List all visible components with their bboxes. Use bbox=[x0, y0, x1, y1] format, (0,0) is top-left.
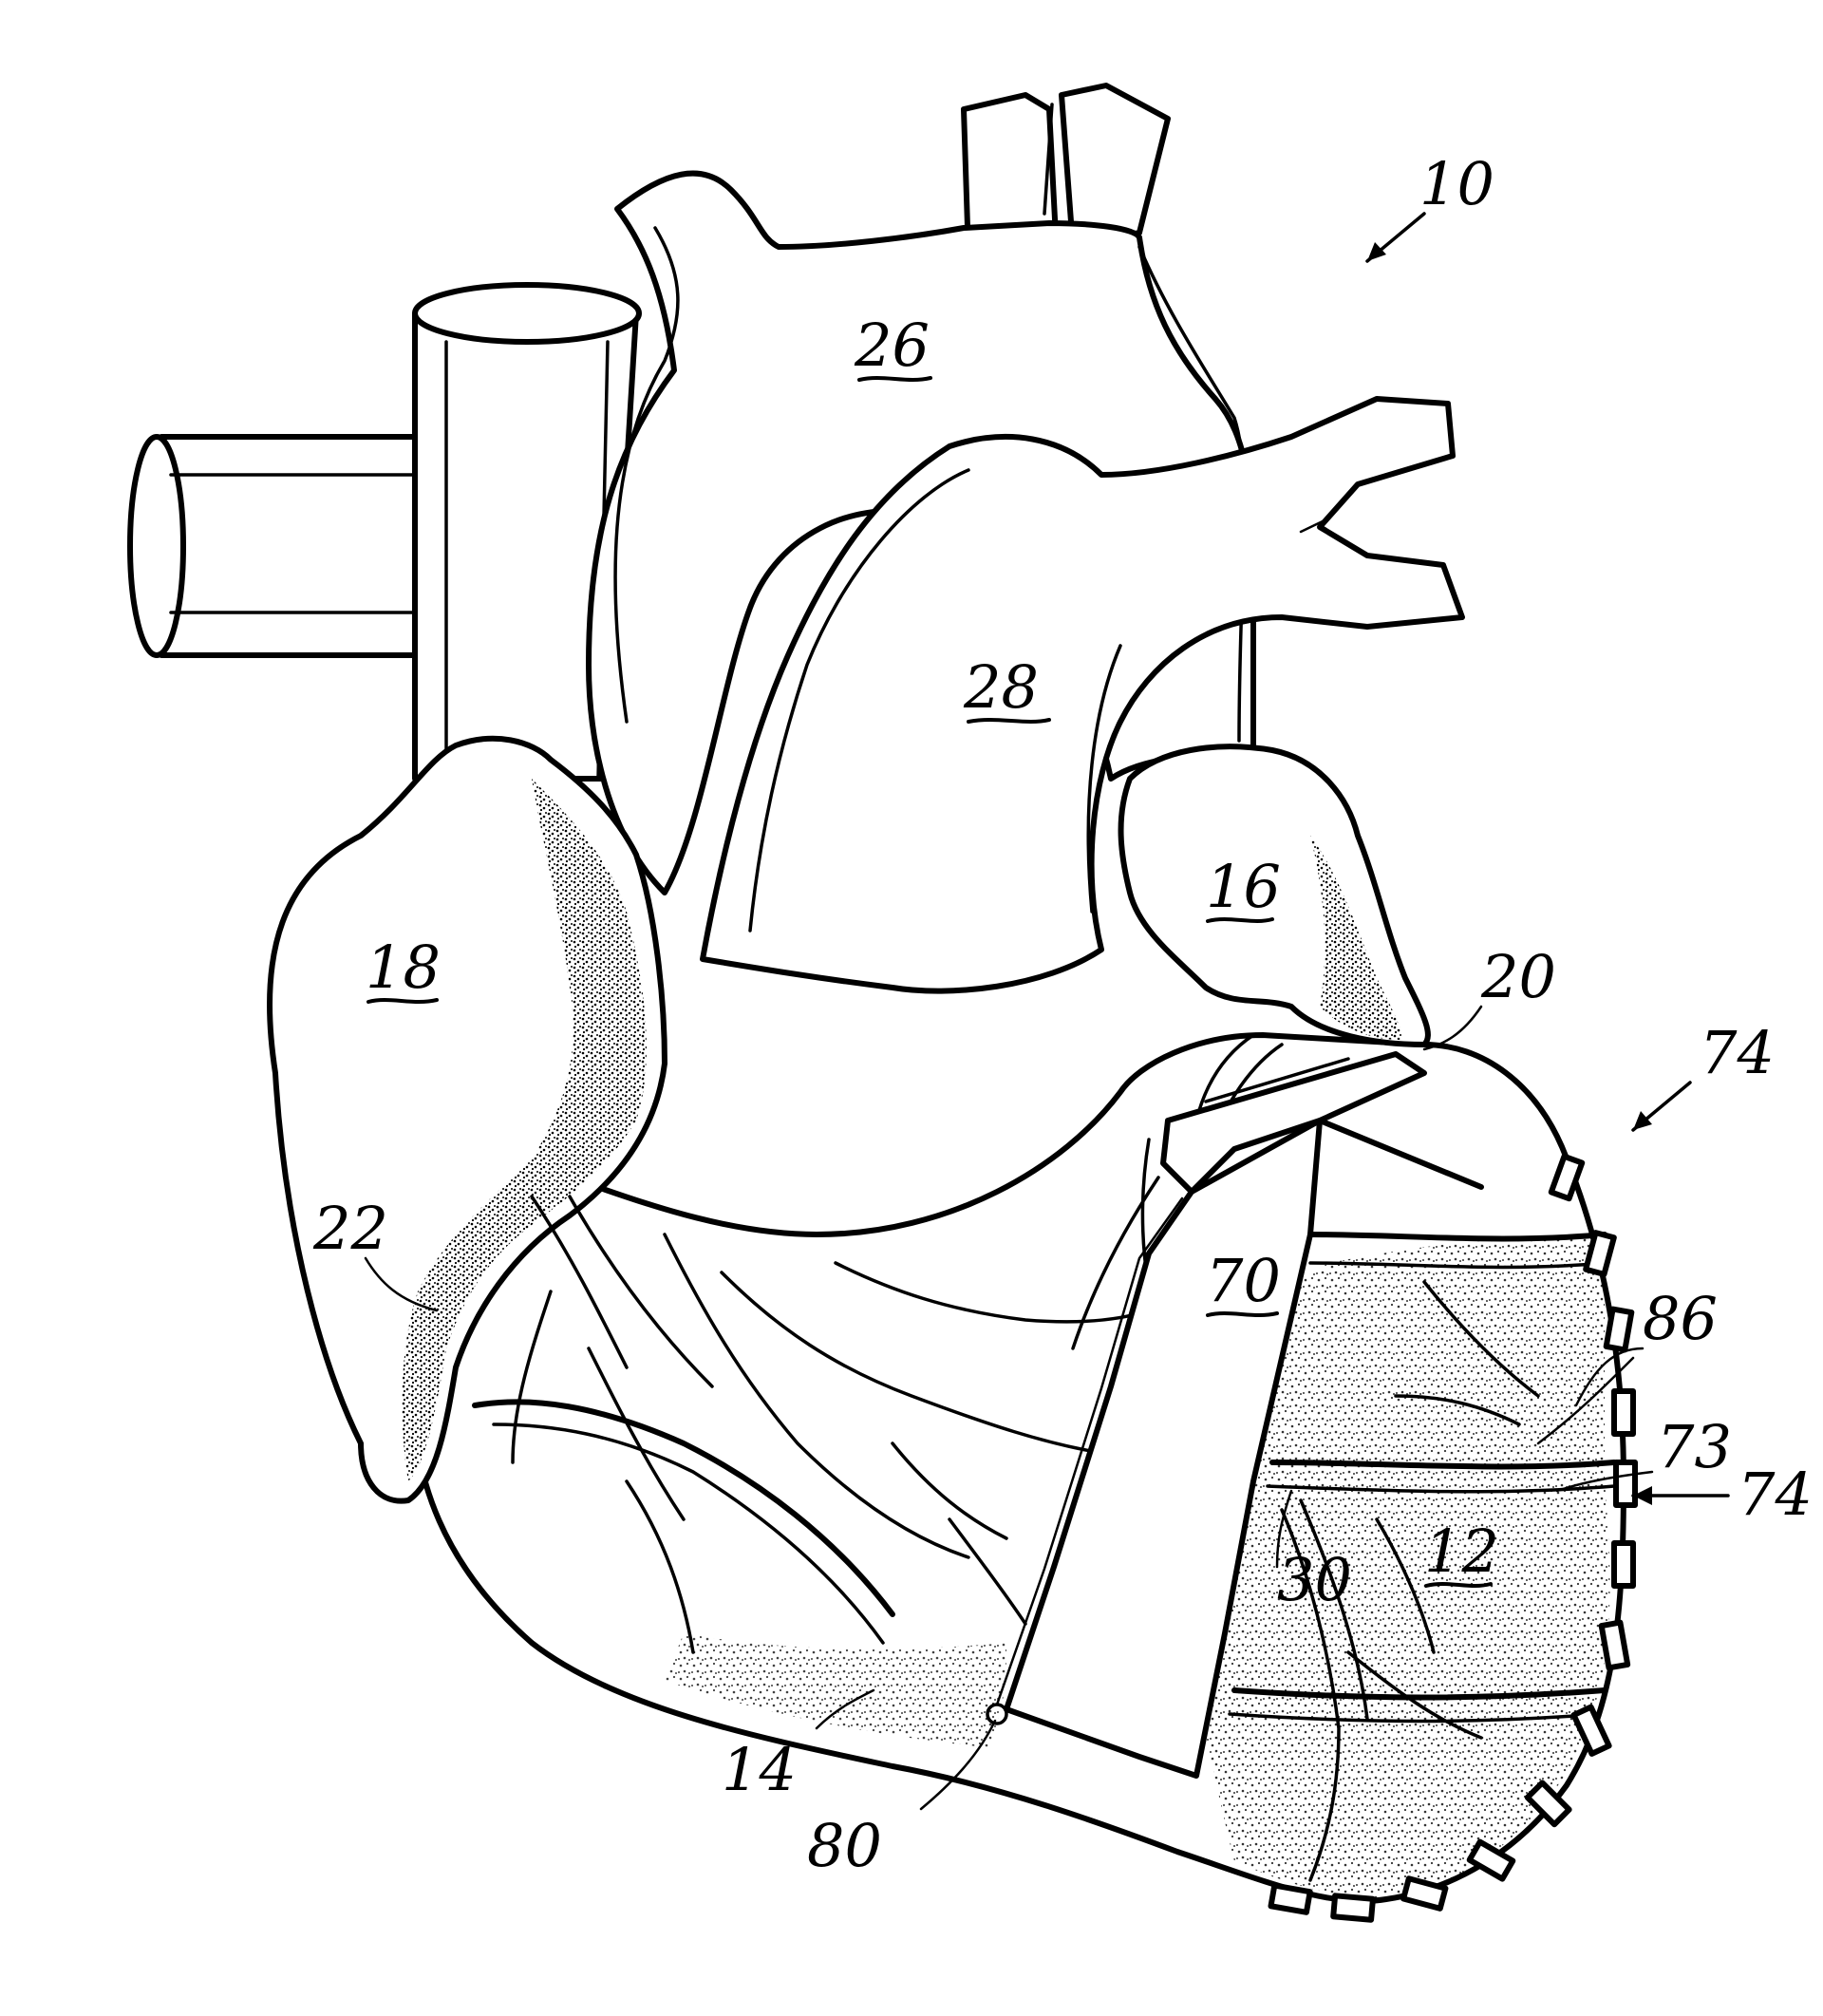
label-left-atrium: 16 bbox=[1206, 852, 1281, 921]
label-heart: 10 bbox=[1419, 149, 1494, 218]
cardiac-jacket bbox=[986, 1051, 1638, 1923]
label-right-ventricle: 12 bbox=[1424, 1517, 1499, 1586]
label-av-groove-right: 22 bbox=[312, 1194, 388, 1263]
label-left-ventricle: 14 bbox=[722, 1735, 797, 1804]
label-band: 70 bbox=[1206, 1246, 1281, 1315]
left-atrium bbox=[1118, 744, 1431, 1047]
coronary-vessels bbox=[472, 1033, 1540, 1882]
label-ribs: 86 bbox=[1643, 1284, 1718, 1353]
pulmonary-artery bbox=[700, 396, 1465, 994]
horizontal-vessel bbox=[127, 434, 421, 658]
label-jacket-side: 74 bbox=[1738, 1460, 1813, 1529]
label-band-inner-surface: 73 bbox=[1657, 1412, 1732, 1481]
label-aorta: 26 bbox=[854, 311, 930, 380]
label-seam: 80 bbox=[807, 1811, 882, 1880]
leader-lines bbox=[364, 212, 1730, 1811]
label-coronary-vessel: 30 bbox=[1277, 1545, 1352, 1614]
label-right-atrium: 18 bbox=[366, 933, 441, 1002]
label-av-groove-left: 20 bbox=[1480, 942, 1556, 1011]
label-pulmonary-artery: 28 bbox=[963, 652, 1039, 722]
label-jacket-top: 74 bbox=[1700, 1018, 1775, 1087]
heart-body bbox=[411, 1032, 1626, 1904]
reference-labels: 10 26 28 16 18 20 74 22 70 86 73 12 30 7… bbox=[312, 149, 1813, 1880]
right-atrium bbox=[267, 735, 667, 1504]
